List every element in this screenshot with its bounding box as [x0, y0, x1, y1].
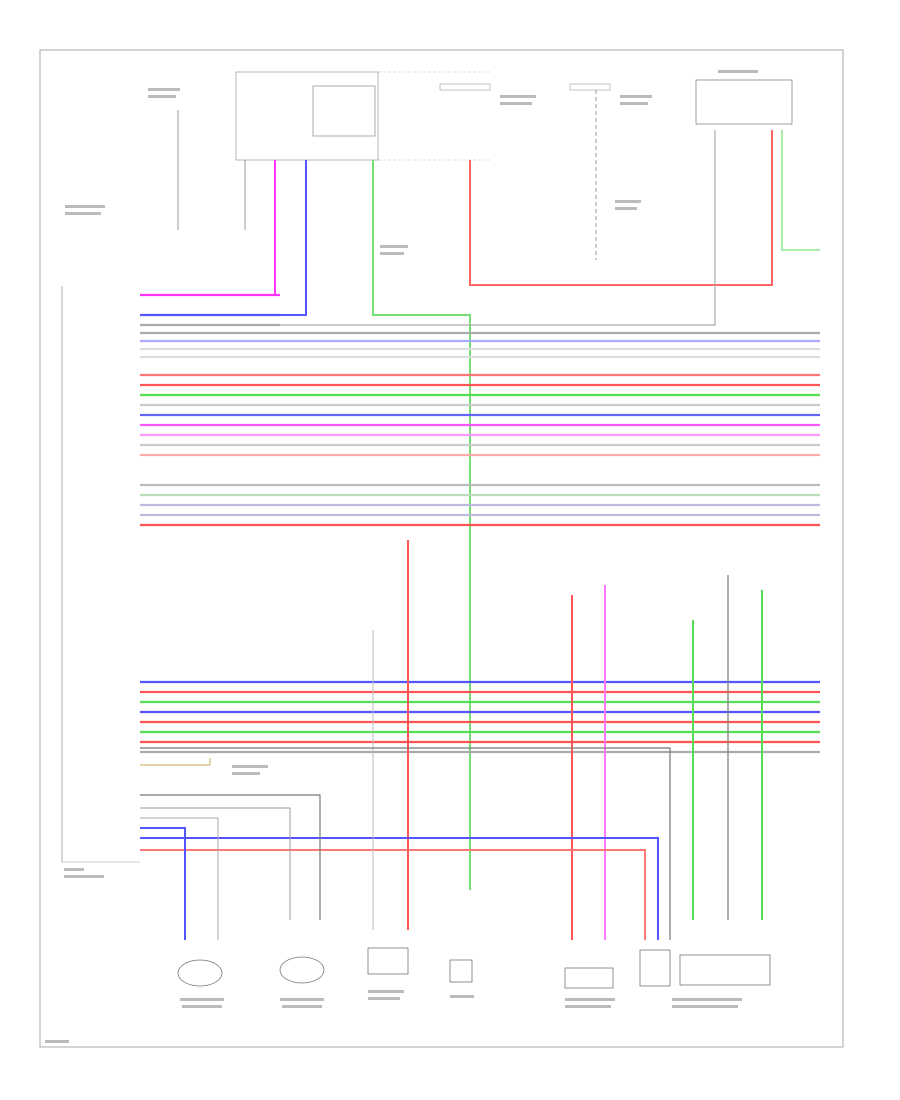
fuse-block-2 — [569, 83, 611, 91]
bottom-components — [177, 947, 771, 989]
fuse-block-1 — [439, 83, 491, 91]
label-placeholders — [45, 70, 758, 1043]
top-drop-wires — [145, 90, 820, 890]
switch-box — [695, 79, 793, 125]
relay-box — [235, 71, 379, 161]
sensor-tag-lead — [140, 758, 211, 766]
bottom-drop-wires — [140, 540, 763, 940]
relay-inner — [312, 85, 376, 137]
wire-bundle — [140, 293, 820, 754]
diagram-border — [39, 49, 844, 1048]
